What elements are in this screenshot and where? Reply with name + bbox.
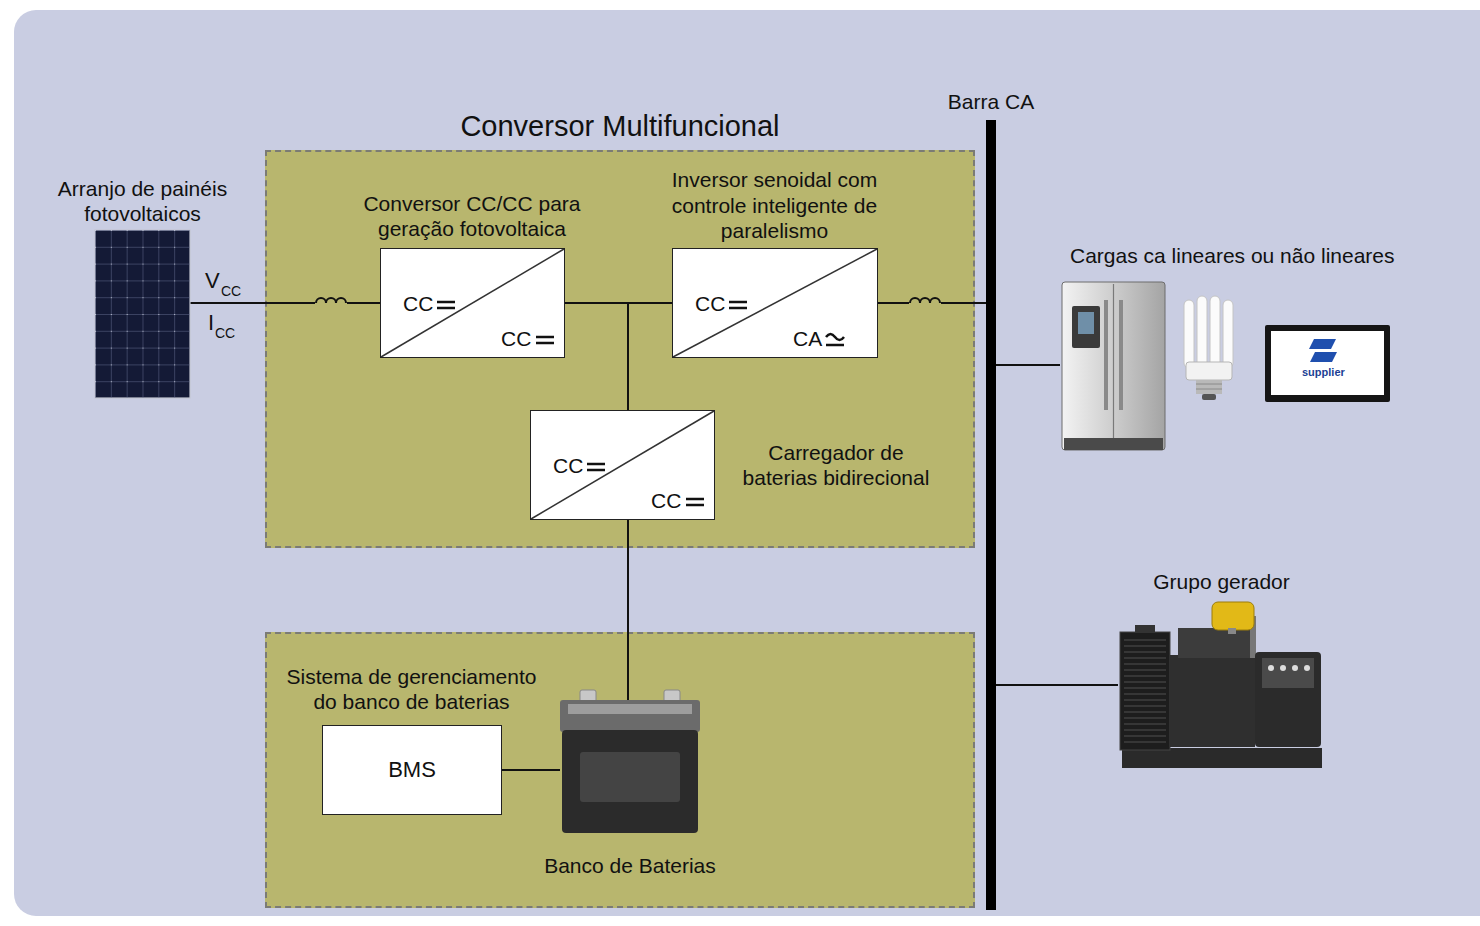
box-label: BMS	[388, 757, 436, 783]
text-holder: Barra CA	[911, 89, 1071, 114]
text-holder: I	[208, 310, 214, 336]
background-panel	[14, 10, 1480, 916]
node-heading: Conversor Multifuncional	[360, 109, 880, 144]
text-holder: Cargas ca lineares ou não lineares	[1070, 243, 1395, 268]
wire	[502, 769, 560, 771]
battery-charger: CCCCCarregador de baterias bidirecional	[530, 410, 715, 520]
text-holder: BMS	[323, 726, 501, 814]
box-label: CC	[501, 326, 531, 351]
node-heading: Barra CA	[911, 89, 1071, 114]
inductor-symbol	[315, 298, 347, 307]
text-holder: Grupo gerador	[1092, 569, 1352, 594]
box-label: CC	[553, 453, 583, 478]
brand-logo-text: supplier	[1302, 366, 1345, 379]
node-heading: Carregador de baterias bidirecional	[736, 440, 936, 490]
wire	[190, 302, 380, 304]
generator-set: Grupo gerador	[1118, 600, 1325, 772]
text-holder: Carregador de baterias bidirecional	[736, 440, 936, 490]
fridge-illustration	[1062, 282, 1165, 450]
node-heading: Conversor CC/CC para geração fotovoltaic…	[352, 191, 592, 241]
inverter: Inversor senoidal com controle inteligen…	[672, 248, 878, 358]
wire	[628, 303, 672, 410]
text-holder: CC	[501, 326, 531, 351]
current-symbol: I	[208, 310, 214, 336]
text-holder: Sistema de gerenciamento do banco de bat…	[279, 664, 544, 714]
current-subscript: CC	[215, 325, 235, 342]
text-holder: Conversor Multifuncional	[360, 109, 880, 144]
ac-bus-bar: Barra CA	[986, 120, 996, 910]
tv-illustration	[1265, 325, 1390, 402]
text-holder: CC	[403, 291, 433, 316]
text-holder: CC	[651, 488, 681, 513]
text-holder: Banco de Baterias	[510, 853, 750, 878]
text-holder: supplier	[1302, 366, 1345, 379]
converter-group: Conversor MultifuncionalConversor CC/CC …	[265, 150, 975, 548]
text-holder: Inversor senoidal com controle inteligen…	[655, 167, 895, 243]
dc-ac-signs	[437, 302, 844, 505]
battery-group: Sistema de gerenciamento do banco de bat…	[265, 632, 975, 908]
wire	[996, 684, 1118, 686]
solar-panel-array: Arranjo de painéis fotovoltaicos	[95, 230, 190, 398]
box-label: CC	[695, 291, 725, 316]
bms-box: Sistema de gerenciamento do banco de bat…	[322, 725, 502, 815]
wire	[996, 364, 1060, 366]
node-heading: Banco de Baterias	[510, 853, 750, 878]
solar-panel-illustration	[95, 230, 190, 398]
node-heading: Inversor senoidal com controle inteligen…	[655, 167, 895, 243]
box-label: CC	[403, 291, 433, 316]
node-heading: Cargas ca lineares ou não lineares	[1070, 243, 1395, 268]
text-holder: Conversor CC/CC para geração fotovoltaic…	[352, 191, 592, 241]
generator-illustration	[1120, 602, 1322, 768]
wire	[565, 303, 628, 410]
text-holder: CC	[215, 325, 235, 342]
text-holder: CC	[221, 283, 241, 300]
converter-symbols	[322, 248, 878, 815]
text-holder: Arranjo de painéis fotovoltaicos	[33, 176, 253, 226]
node-heading: Grupo gerador	[1092, 569, 1352, 594]
text-holder: CC	[695, 291, 725, 316]
inductor-symbol	[909, 298, 941, 307]
node-heading: Arranjo de painéis fotovoltaicos	[33, 176, 253, 226]
dc-dc-converter: Conversor CC/CC para geração fotovoltaic…	[380, 248, 565, 358]
node-heading: Sistema de gerenciamento do banco de bat…	[279, 664, 544, 714]
box-label: CC	[651, 488, 681, 513]
battery-illustration	[560, 690, 700, 833]
voltage-subscript: CC	[221, 283, 241, 300]
wire	[627, 520, 629, 700]
lamp-illustration	[1184, 296, 1233, 400]
box-label: CA	[793, 326, 822, 351]
battery-bank: Banco de Baterias	[560, 700, 700, 835]
voltage-symbol: V	[205, 268, 220, 294]
text-holder: CA	[793, 326, 822, 351]
text-holder: V	[205, 268, 220, 294]
text-holder: CC	[553, 453, 583, 478]
